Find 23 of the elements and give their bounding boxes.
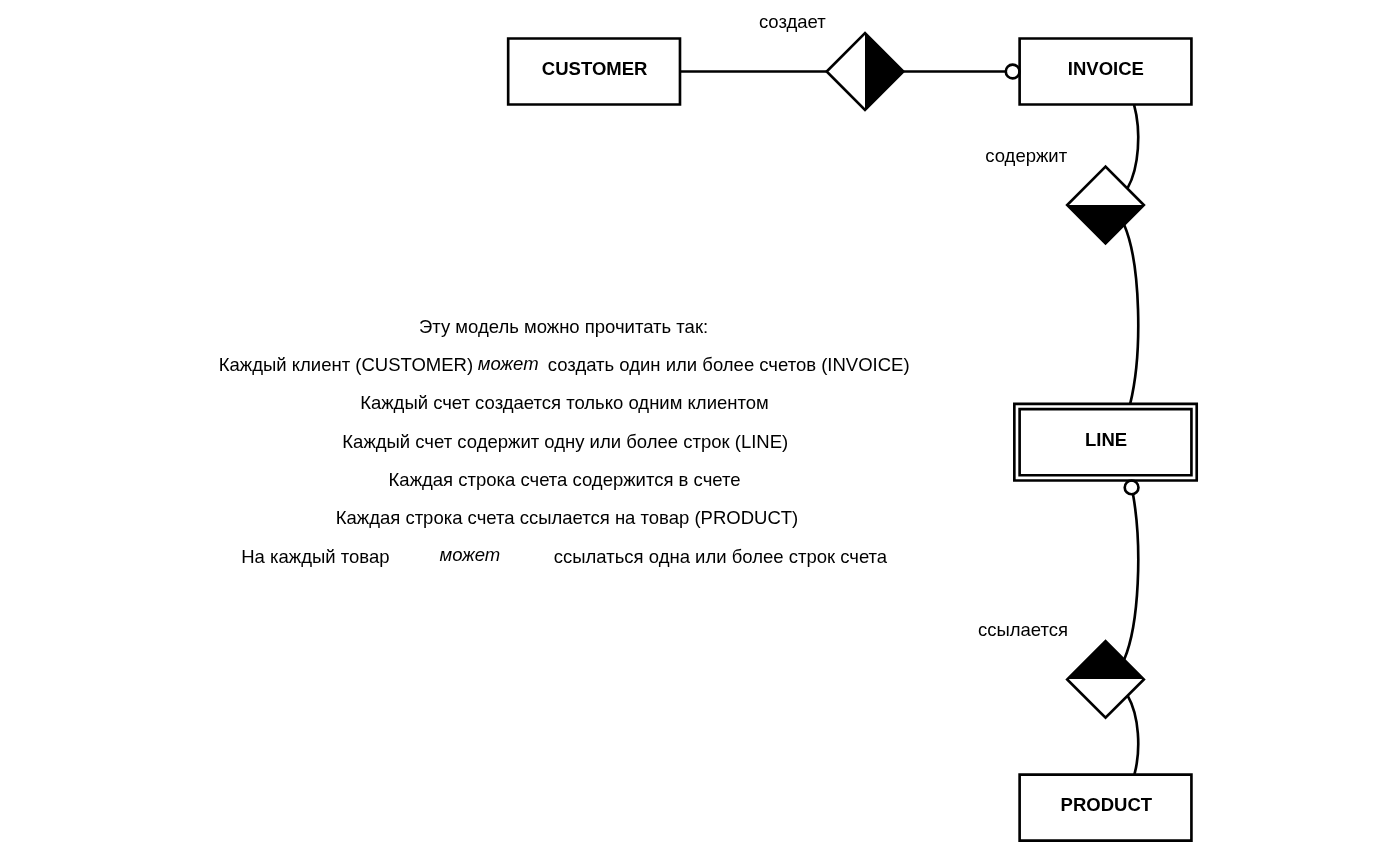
node-label: создает [758,11,826,33]
node-diamond [1064,164,1146,246]
label: Каждый счет содержит одну или более строк (LINE) [341,430,788,452]
connector [903,63,1021,80]
node-diamond [824,31,905,112]
label: Каждая строка счета ссылается на товар (PRODUCT) [335,507,798,529]
label: Каждая строка счета содержится в счете [388,469,741,491]
connector [1126,695,1139,775]
label: Каждый счет создается только одним клиентом [359,392,769,414]
label: Каждый клиент (CUSTOMER) может создать один или более счетов (INVOICE) [218,352,910,376]
connector [679,70,826,73]
node-label: ссылается [977,619,1068,641]
node-label: содержит [984,144,1067,166]
node-box: CUSTOMER [506,37,681,106]
connector [1125,104,1139,189]
connector [1122,224,1140,404]
node-box: PRODUCT [1017,773,1193,842]
node-box: INVOICE [1017,37,1193,106]
connector [1122,479,1140,661]
node-diamond [1064,639,1146,720]
label: На каждый товар может ссылаться одна или более строк счета [240,544,887,567]
label: Эту модель можно прочитать так: [418,315,708,337]
node-box: LINE [1012,402,1198,482]
